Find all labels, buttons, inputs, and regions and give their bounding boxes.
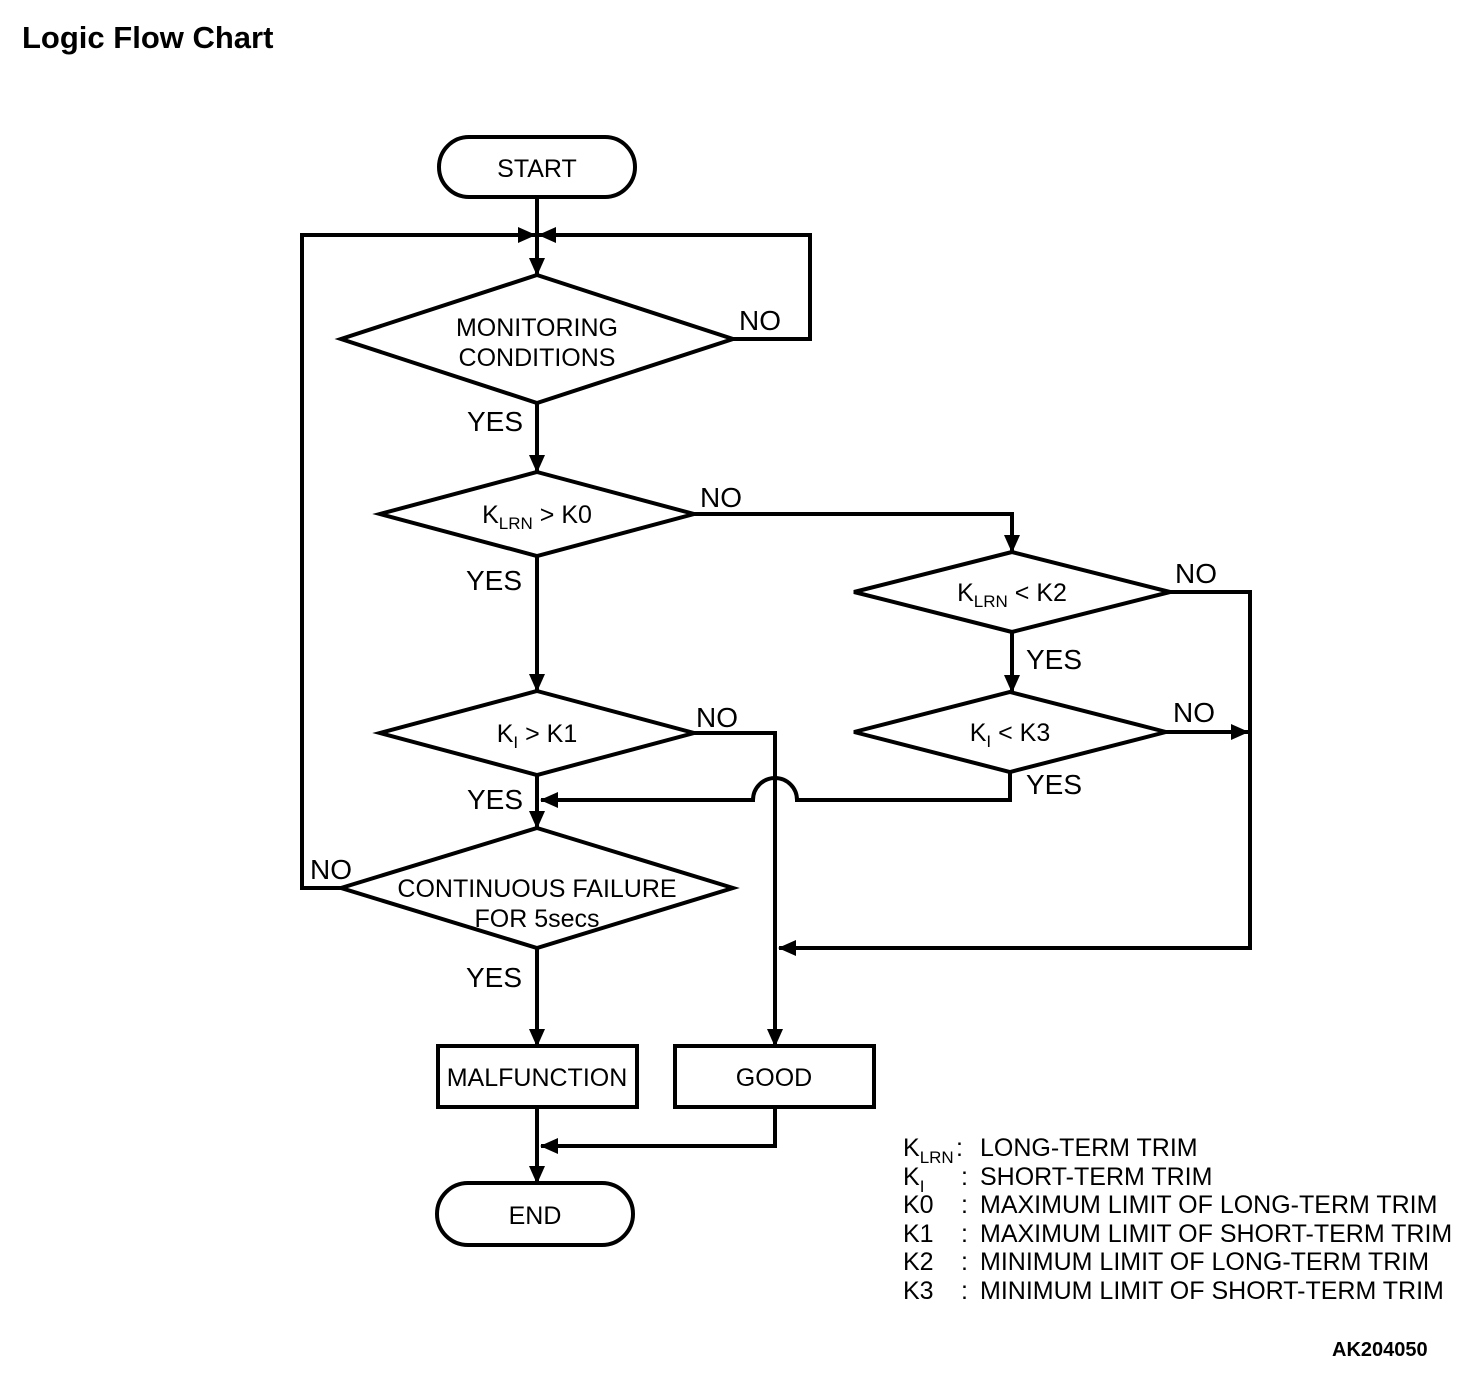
edge-label-yes-continuous: YES bbox=[466, 962, 522, 993]
edge-label-yes-k1: YES bbox=[467, 784, 523, 815]
end-node bbox=[435, 1181, 635, 1247]
edge-label-yes-k2: YES bbox=[1026, 644, 1082, 675]
edge-k2-no bbox=[778, 590, 1252, 956]
legend: KLRN:LONG-TERM TRIM KI:SHORT-TERM TRIM K… bbox=[903, 1134, 1452, 1305]
edge-continuous-no-loop bbox=[300, 227, 536, 890]
figure-code: AK204050 bbox=[1332, 1339, 1428, 1361]
legend-row-k2: K2:MINIMUM LIMIT OF LONG-TERM TRIM bbox=[903, 1248, 1429, 1276]
malfunction-node bbox=[436, 1044, 639, 1109]
legend-row-klrn: KLRN:LONG-TERM TRIM bbox=[903, 1134, 1198, 1167]
edge-label-no-continuous: NO bbox=[310, 854, 352, 885]
ki-lt-k3-label: KI< K3 bbox=[970, 719, 1051, 751]
legend-row-k0: K0:MAXIMUM LIMIT OF LONG-TERM TRIM bbox=[903, 1191, 1437, 1219]
good-node-label: GOOD bbox=[736, 1064, 812, 1092]
monitoring-label-line1: MONITORING bbox=[456, 314, 618, 342]
monitoring-label-line2: CONDITIONS bbox=[459, 344, 616, 372]
decision-ki-lt-k3 bbox=[853, 689, 1167, 775]
klrn-lt-k2-label: KLRN< K2 bbox=[957, 579, 1067, 611]
ki-gt-k1-label: KI> K1 bbox=[497, 720, 578, 752]
legend-row-k1: K1:MAXIMUM LIMIT OF SHORT-TERM TRIM bbox=[903, 1220, 1452, 1248]
legend-row-k3: K3:MINIMUM LIMIT OF SHORT-TERM TRIM bbox=[903, 1277, 1444, 1305]
decision-klrn-lt-k2 bbox=[853, 549, 1171, 635]
edge-label-no-k0: NO bbox=[700, 482, 742, 513]
continuous-label-line1: CONTINUOUS FAILURE bbox=[397, 875, 676, 903]
edge-good-to-end bbox=[540, 1107, 777, 1154]
malfunction-node-label: MALFUNCTION bbox=[447, 1064, 628, 1092]
legend-row-ki: KI:SHORT-TERM TRIM bbox=[903, 1163, 1212, 1196]
edge-label-no-k3: NO bbox=[1173, 697, 1215, 728]
edge-label-yes-monitoring: YES bbox=[467, 406, 523, 437]
good-node bbox=[673, 1044, 876, 1109]
start-node-label: START bbox=[497, 155, 577, 183]
edge-label-yes-k3: YES bbox=[1026, 769, 1082, 800]
edge-monitoring-no-loop bbox=[538, 227, 812, 341]
end-node-label: END bbox=[509, 1202, 562, 1230]
edge-label-no-k1: NO bbox=[696, 702, 738, 733]
decision-continuous-failure bbox=[334, 825, 740, 951]
edge-label-no-monitoring: NO bbox=[739, 305, 781, 336]
decision-monitoring-conditions bbox=[334, 272, 740, 406]
start-node bbox=[437, 135, 637, 199]
decision-klrn-gt-k0 bbox=[372, 469, 702, 559]
edge-label-no-k2: NO bbox=[1175, 558, 1217, 589]
edge-k1-no bbox=[694, 731, 783, 1047]
edge-label-yes-k0: YES bbox=[466, 565, 522, 596]
decision-ki-gt-k1 bbox=[372, 688, 702, 778]
page-title: Logic Flow Chart bbox=[22, 20, 273, 55]
edge-k0-no bbox=[694, 512, 1020, 553]
klrn-gt-k0-label: KLRN> K0 bbox=[482, 501, 592, 533]
continuous-label-line2: FOR 5secs bbox=[474, 905, 599, 933]
